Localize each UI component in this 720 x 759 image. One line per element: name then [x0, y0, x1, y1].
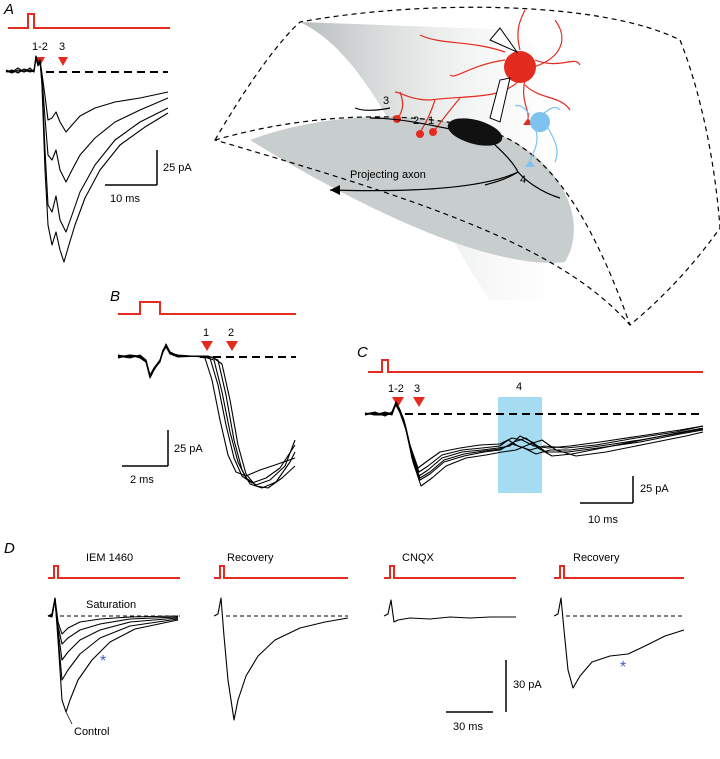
- panel-d-stimulus-trace-1: [48, 565, 180, 579]
- tissue-outline-outer: [214, 6, 720, 326]
- projecting-axon-arrowhead: [330, 185, 340, 195]
- asterisk-2: *: [620, 659, 626, 676]
- blue-interneuron-neurites: [514, 104, 561, 163]
- panel-a: A 1-2 3 25 pA 10 ms: [3, 1, 192, 263]
- panel-d-condition-label-2: Recovery: [227, 552, 274, 564]
- panel-d-condition-label-1: IEM 1460: [86, 552, 133, 564]
- red-bouton-3: [393, 115, 401, 123]
- panel-d-condition-label-3: CNQX: [402, 552, 434, 564]
- panel-b-marker-label-2: 2: [228, 327, 234, 339]
- principal-cell: [329, 77, 561, 199]
- red-bouton-1: [416, 130, 424, 138]
- panel-c-traces: [364, 401, 704, 487]
- panel-b-scale-label-y: 25 pA: [174, 443, 203, 455]
- principal-cell-pipette: [489, 77, 511, 123]
- panel-a-marker-label-1: 1-2: [32, 41, 48, 53]
- control-leader-line: [65, 711, 73, 725]
- panel-d-letter: D: [4, 540, 15, 557]
- panel-c-letter: C: [357, 344, 368, 361]
- panel-d: D IEM 1460 Saturation * Control Recovery…: [4, 540, 685, 738]
- panel-a-traces: [5, 55, 169, 263]
- panel-c-window-label: 4: [516, 381, 522, 393]
- panel-c: C 4 1-2 3 25 pA 10 ms: [357, 344, 704, 526]
- panel-d4-trace: [553, 597, 685, 689]
- panel-a-scale-label-x: 10 ms: [110, 193, 140, 205]
- panel-b-marker-label-1: 1: [203, 327, 209, 339]
- panel-b-traces: [117, 343, 296, 489]
- panel-b-marker-arrow-1: [201, 341, 213, 351]
- panel-a-letter: A: [3, 1, 14, 18]
- panel-a-scale-label-y: 25 pA: [163, 162, 192, 174]
- projecting-axon: [329, 171, 519, 192]
- panel-c-trace-6: [364, 402, 704, 479]
- panel-a-trace-3: [5, 56, 169, 233]
- panel-a-trace-4: [5, 55, 169, 263]
- schematic: Projecting axon 3 2 1 4: [214, 6, 720, 326]
- red-cell-pipette: [489, 27, 519, 54]
- panel-b-scale-label-x: 2 ms: [130, 474, 154, 486]
- panel-c-stimulus-trace: [368, 359, 703, 373]
- principal-cell-soma: [447, 118, 503, 146]
- panel-b-marker-arrow-2: [226, 341, 238, 351]
- panel-b: B 1 2 25 pA 2 ms: [110, 288, 296, 489]
- panel-d1-trace-control: [47, 597, 179, 713]
- red-bouton-2: [429, 128, 437, 136]
- panel-d3-trace: [383, 599, 516, 623]
- panel-b-stimulus-trace: [118, 301, 296, 315]
- panel-d-stimulus-trace-2: [214, 565, 348, 579]
- panel-d-scale-label-x: 30 ms: [453, 721, 483, 733]
- site-label-4: 4: [520, 174, 526, 186]
- panel-c-marker-arrow-2: [413, 397, 425, 407]
- control-label: Control: [74, 726, 109, 738]
- panel-a-trace-2: [5, 57, 169, 183]
- site-label-2: 2: [413, 115, 419, 127]
- panel-d-stimulus-trace-4: [554, 565, 684, 579]
- blue-interneuron: [514, 104, 561, 167]
- blue-cell-soma: [530, 112, 550, 132]
- panel-b-trace-3: [117, 345, 296, 486]
- panel-d-scale-label-y: 30 pA: [513, 679, 542, 691]
- panel-c-marker-label-2: 3: [414, 383, 420, 395]
- panel-b-trace-5: [117, 345, 296, 489]
- panel-a-stimulus-trace: [8, 13, 170, 29]
- panel-b-trace-2: [117, 346, 296, 484]
- panel-c-scale-label-y: 25 pA: [640, 483, 669, 495]
- red-cell-soma: [504, 51, 536, 83]
- panel-b-letter: B: [110, 288, 120, 305]
- panel-a-marker-arrow-2: [58, 57, 68, 66]
- projecting-axon-label: Projecting axon: [350, 169, 426, 181]
- red-interneuron-neurites: [394, 9, 581, 119]
- site-label-1: 1: [428, 115, 434, 127]
- panel-d-stimulus-trace-3: [384, 565, 516, 579]
- panel-d2-trace: [213, 597, 349, 721]
- panel-c-scale-label-x: 10 ms: [588, 514, 618, 526]
- panel-b-trace-1: [117, 344, 296, 477]
- panel-c-marker-arrow-1: [392, 397, 404, 407]
- asterisk-1: *: [100, 653, 106, 670]
- panel-c-marker-label-1: 1-2: [388, 383, 404, 395]
- panel-d-condition-label-4: Recovery: [573, 552, 620, 564]
- saturation-label: Saturation: [86, 599, 136, 611]
- panel-a-marker-label-2: 3: [59, 41, 65, 53]
- blue-bouton: [525, 160, 535, 167]
- site-label-3: 3: [383, 95, 389, 107]
- red-interneuron: [393, 9, 581, 138]
- principal-cell-dendrites: [354, 107, 561, 199]
